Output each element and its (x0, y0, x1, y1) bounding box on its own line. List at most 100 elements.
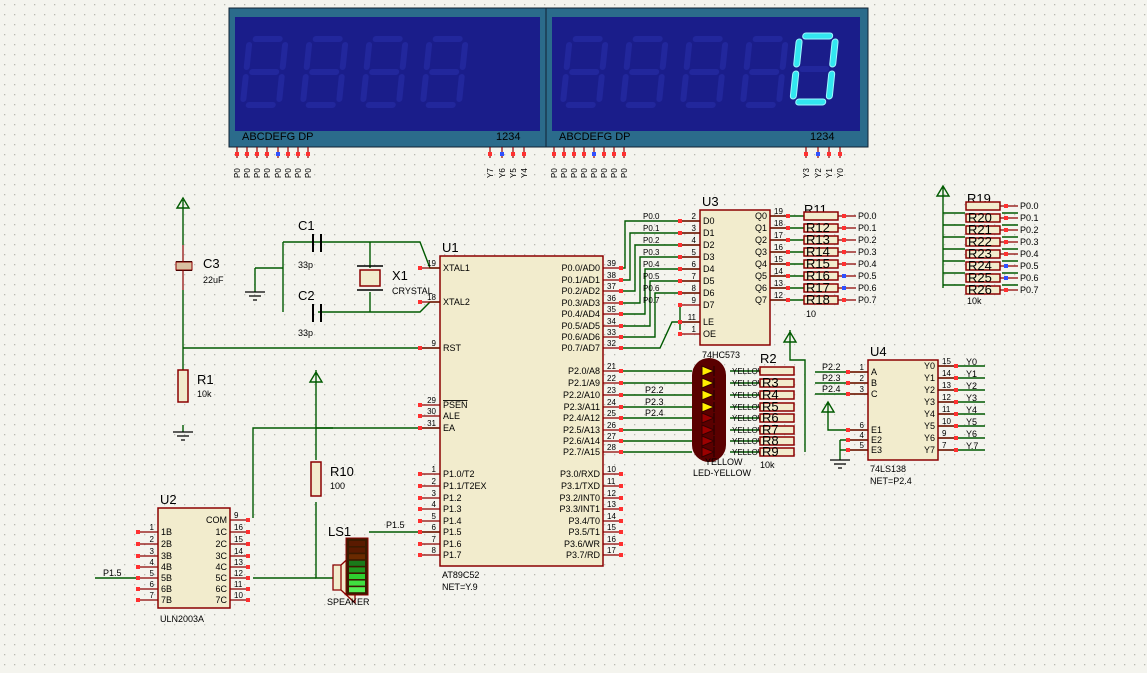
pin-name: Y5 (924, 421, 935, 431)
display-right-digit-4 (740, 36, 789, 108)
r19-label: R24 (968, 258, 992, 273)
pin-name: 6C (215, 584, 227, 594)
power-arrow-r10 (308, 370, 324, 383)
pin-number: 16 (607, 535, 616, 544)
pin-name: 7C (215, 595, 227, 605)
pin-number: 7 (942, 441, 947, 450)
pin-number: 16 (774, 243, 783, 252)
pin-number: 5 (432, 512, 437, 521)
pin-name: Y6 (924, 433, 935, 443)
r11-label: R17 (806, 280, 830, 295)
led-tag-label: YELLOW (732, 367, 766, 376)
resistor-r1[interactable]: R1 10k (177, 369, 214, 403)
pin-name: Q3 (755, 247, 767, 257)
pin-name: EA (443, 423, 455, 433)
r11-label: R18 (806, 292, 830, 307)
pin-name: Y1 (924, 373, 935, 383)
pin-name: P0.2/AD2 (561, 286, 600, 296)
r11-label: R14 (806, 244, 830, 259)
pin-name: Q7 (755, 295, 767, 305)
pin-name: Q4 (755, 259, 767, 269)
pin-name: P2.4/A12 (563, 413, 600, 423)
pin-name: 6B (161, 584, 172, 594)
capacitor-c1[interactable]: C1 33p (298, 218, 322, 270)
pin-number: 4 (860, 431, 865, 440)
led-bar[interactable]: YELLOWYELLOWYELLOWYELLOWYELLOWYELLOWYELL… (692, 358, 766, 478)
u2-part: ULN2003A (160, 614, 204, 624)
display-right-pin-label: P0 (590, 168, 599, 178)
display-right-pin-label: P0 (610, 168, 619, 178)
display-left-seg-label: ABCDEFG DP (242, 131, 314, 143)
u4-out-net: Y4 (966, 405, 977, 415)
u4-out-net: Y3 (966, 393, 977, 403)
pin-number: 1 (860, 363, 865, 372)
c3-ref: C3 (203, 256, 220, 271)
r2-element (759, 366, 795, 376)
pin-number: 35 (607, 305, 616, 314)
r19-net: P0.5 (1020, 261, 1039, 271)
r2-label: R5 (762, 399, 779, 414)
pin-number: 12 (607, 489, 616, 498)
pin-name: Y2 (924, 385, 935, 395)
pin-name: 4C (215, 562, 227, 572)
pin-number: 2 (150, 535, 155, 544)
pin-number: 8 (432, 546, 437, 555)
resistor-r10[interactable]: R10 100 (310, 461, 354, 497)
pin-name: LE (703, 317, 714, 327)
r11-net: P0.3 (858, 247, 877, 257)
speaker-ls1[interactable]: LS1 SPEAKER P1.5 (327, 520, 405, 607)
pin-number: 13 (942, 381, 951, 390)
c1-value: 33p (298, 260, 313, 270)
pin-number: 7 (432, 535, 437, 544)
pin-name: OE (703, 329, 716, 339)
pin-number: 25 (607, 409, 616, 418)
capacitor-c3[interactable]: C3 22uF (175, 245, 224, 290)
u3-net-label: P0.1 (643, 224, 660, 233)
crystal-x1[interactable]: X1 CRYSTAL (357, 265, 433, 296)
pin-name: P2.7/A15 (563, 447, 600, 457)
r19-net: P0.4 (1020, 249, 1039, 259)
u3-net-label: P0.4 (643, 260, 660, 269)
display-right-pin-label: P0 (560, 168, 569, 178)
pin-number: 38 (607, 271, 616, 280)
ground-c-network (245, 291, 265, 301)
led-1: YELLOW (701, 365, 766, 377)
pin-name: D5 (703, 276, 715, 286)
led-tag-label: YELLOW (732, 448, 766, 457)
led-5: YELLOW (701, 412, 766, 424)
pin-number: 34 (607, 317, 616, 326)
r11-value: 10 (806, 309, 816, 319)
display-left-pin-label: P0 (243, 168, 252, 178)
pin-number: 37 (607, 282, 616, 291)
display-left-pin-label: P0 (274, 168, 283, 178)
display-right-pin-label: Y0 (836, 168, 845, 178)
u4-out-net: Y5 (966, 417, 977, 427)
x1-value: CRYSTAL (392, 286, 433, 296)
led-tag-label: YELLOW (732, 379, 766, 388)
u3-net-label: P0.2 (643, 236, 660, 245)
pin-name: 2B (161, 539, 172, 549)
pin-name: P3.6/WR (564, 539, 601, 549)
r19-net: P0.6 (1020, 273, 1039, 283)
pin-name: P1.4 (443, 516, 462, 526)
pin-name: P2.5/A13 (563, 425, 600, 435)
display-right-digit-3 (680, 36, 729, 108)
pin-name: P0.1/AD1 (561, 275, 600, 285)
display-right-pin-label: P0 (570, 168, 579, 178)
r2-label: R3 (762, 375, 779, 390)
u4-out-net: Y0 (966, 357, 977, 367)
capacitor-c2[interactable]: C2 33p (298, 288, 322, 338)
r2-element (759, 378, 795, 388)
speaker-level-bar (349, 541, 365, 546)
display-right-pin-label: Y2 (814, 168, 823, 178)
pin-number: 8 (692, 284, 697, 293)
